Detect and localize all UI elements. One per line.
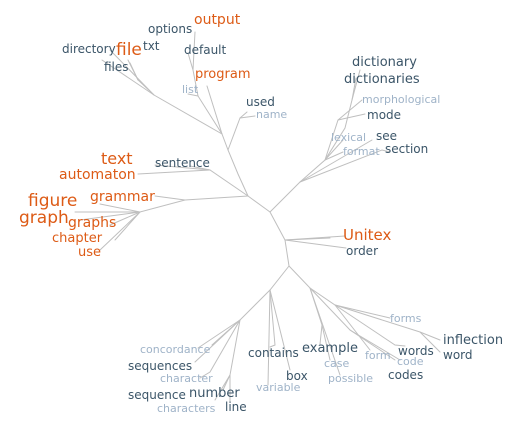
tree-edge bbox=[99, 211, 141, 251]
word-files: files bbox=[104, 60, 129, 74]
word-forms: forms bbox=[390, 312, 422, 325]
word-morphological: morphological bbox=[362, 93, 441, 106]
word-graph: graph bbox=[19, 208, 69, 228]
word-inflection: inflection bbox=[443, 333, 504, 348]
word-figure: figure bbox=[28, 191, 78, 211]
word-character: character bbox=[160, 372, 213, 385]
word-Unitex: Unitex bbox=[343, 226, 392, 244]
word-sequences: sequences bbox=[128, 359, 193, 373]
word-dictionary: dictionary bbox=[352, 55, 417, 70]
word-line: line bbox=[225, 400, 247, 414]
word-order: order bbox=[346, 244, 378, 258]
word-number: number bbox=[189, 386, 240, 401]
word-concordance: concordance bbox=[140, 343, 211, 356]
word-use: use bbox=[78, 245, 102, 260]
word-used: used bbox=[246, 95, 275, 109]
tree-edge bbox=[114, 211, 141, 241]
tree-edge bbox=[284, 235, 346, 241]
tree-edge bbox=[137, 169, 211, 175]
tree-edge bbox=[349, 329, 401, 361]
word-characters: characters bbox=[157, 402, 216, 415]
tree-edge bbox=[334, 304, 371, 351]
tree-edge bbox=[269, 211, 286, 241]
word-code: code bbox=[397, 355, 424, 368]
word-options: options bbox=[148, 22, 193, 36]
word-mode: mode bbox=[367, 108, 402, 122]
tree-edge bbox=[309, 287, 323, 345]
tree-edge bbox=[299, 139, 373, 183]
word-directory: directory bbox=[62, 42, 116, 56]
tree-edge bbox=[351, 69, 361, 101]
tree-edge bbox=[334, 304, 441, 341]
word-default: default bbox=[184, 43, 227, 57]
word-name: name bbox=[256, 108, 288, 121]
word-automaton: automaton bbox=[59, 167, 136, 183]
word-sequence: sequence bbox=[128, 388, 186, 402]
tree-edge bbox=[206, 85, 223, 135]
tree-edge bbox=[288, 265, 391, 319]
word-word: word bbox=[443, 348, 473, 362]
tree-edge bbox=[154, 195, 186, 201]
word-chapter: chapter bbox=[52, 231, 103, 246]
tree-edge bbox=[269, 289, 291, 371]
word-form: form bbox=[365, 349, 391, 362]
tree-edge bbox=[187, 93, 199, 97]
tree-edge bbox=[197, 319, 241, 349]
word-box: box bbox=[286, 369, 308, 383]
tree-edge bbox=[199, 319, 241, 379]
tree-edge bbox=[321, 324, 331, 361]
word-variable: variable bbox=[256, 381, 301, 394]
tree-edge bbox=[154, 164, 211, 171]
tree-edge bbox=[109, 49, 155, 96]
tree-edges bbox=[74, 31, 441, 403]
tree-edge bbox=[109, 211, 141, 226]
word-lexical: lexical bbox=[331, 131, 367, 144]
tree-edge bbox=[309, 287, 341, 376]
word-section: section bbox=[385, 142, 429, 156]
tree-edge bbox=[419, 331, 441, 353]
tree-edge bbox=[337, 113, 366, 121]
word-dictionaries: dictionaries bbox=[344, 72, 420, 87]
tree-edge bbox=[299, 149, 391, 183]
tree-edge bbox=[267, 289, 271, 386]
word-program: program bbox=[195, 67, 251, 82]
word-txt: txt bbox=[143, 39, 160, 53]
word-codes: codes bbox=[388, 368, 424, 382]
word-file: file bbox=[116, 40, 142, 60]
word-possible: possible bbox=[328, 372, 374, 385]
tree-edge bbox=[214, 374, 231, 401]
word-case: case bbox=[324, 357, 350, 370]
word-graphs: graphs bbox=[68, 215, 117, 231]
tree-edge bbox=[247, 195, 271, 213]
word-list: list bbox=[182, 83, 199, 96]
tree-edge bbox=[211, 265, 290, 346]
tree-edge bbox=[334, 304, 406, 347]
word-words: words bbox=[398, 344, 434, 358]
tree-edge bbox=[101, 59, 155, 96]
word-example: example bbox=[302, 341, 358, 356]
tree-edge bbox=[284, 239, 290, 267]
word-text: text bbox=[101, 149, 133, 168]
tree-edge bbox=[184, 195, 249, 201]
tree-edge bbox=[194, 319, 241, 363]
tree-edge bbox=[284, 239, 347, 249]
tree-edge bbox=[324, 139, 344, 161]
tree-edge bbox=[222, 319, 241, 391]
word-contains: contains bbox=[248, 346, 299, 360]
tree-edge bbox=[79, 211, 141, 221]
word-sentence: sentence bbox=[155, 156, 210, 170]
word-output: output bbox=[194, 12, 241, 28]
word-see: see bbox=[376, 129, 398, 143]
tree-edge bbox=[187, 52, 194, 71]
tree-edge bbox=[269, 289, 276, 348]
tree-edge bbox=[239, 115, 256, 119]
word-grammar: grammar bbox=[90, 189, 155, 205]
tree-edge bbox=[324, 151, 344, 161]
word-format: format bbox=[343, 145, 380, 158]
